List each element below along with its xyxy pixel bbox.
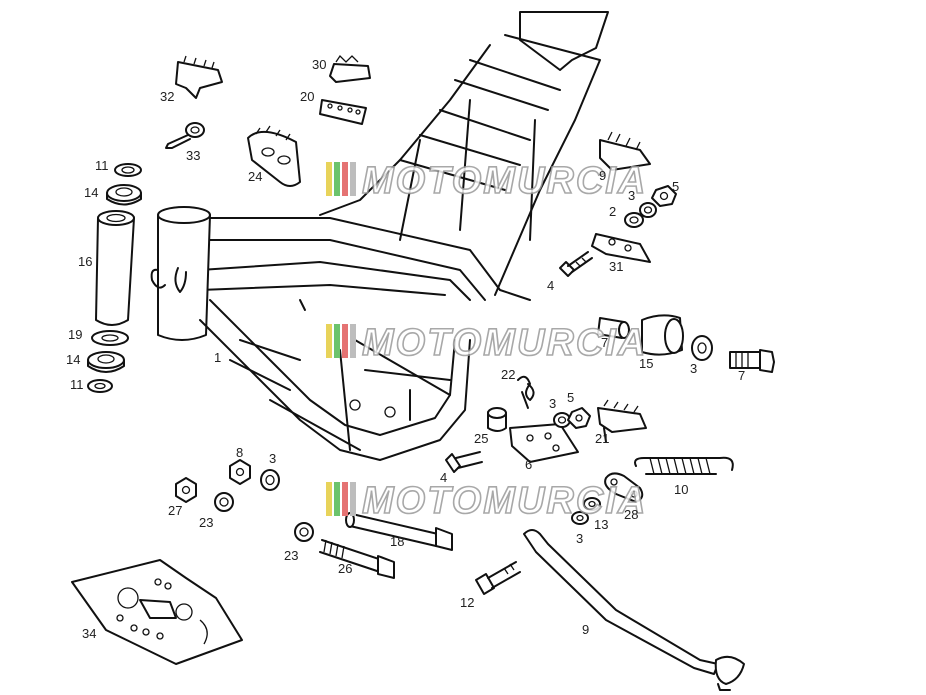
callout-4: 4 <box>440 470 447 485</box>
callout-1: 1 <box>214 350 221 365</box>
callout-20: 20 <box>300 89 314 104</box>
callout-5: 5 <box>672 179 679 194</box>
steering-parts <box>87 163 142 393</box>
callout-27: 27 <box>168 503 182 518</box>
callout-14: 14 <box>84 185 98 200</box>
callout-3: 3 <box>628 188 635 203</box>
callout-18: 18 <box>390 534 404 549</box>
callout-21: 21 <box>595 431 609 446</box>
callout-30: 30 <box>312 57 326 72</box>
callout-2: 2 <box>609 204 616 219</box>
watermark-text-middle: MOTOMURCIA <box>362 322 647 364</box>
watermark-top: MOTOMURCIA <box>326 159 647 203</box>
callout-22: 22 <box>501 367 515 382</box>
callout-10: 10 <box>674 482 688 497</box>
callout-11: 11 <box>70 377 84 392</box>
callout-13: 13 <box>594 517 608 532</box>
callout-15: 15 <box>639 356 653 371</box>
callout-3: 3 <box>269 451 276 466</box>
right-side-parts <box>475 131 775 691</box>
callout-4: 4 <box>547 278 554 293</box>
callout-19: 19 <box>68 327 82 342</box>
callout-5: 5 <box>567 390 574 405</box>
callout-6: 6 <box>525 457 532 472</box>
callout-9: 9 <box>582 622 589 637</box>
callout-9: 9 <box>599 168 606 183</box>
callout-33: 33 <box>186 148 200 163</box>
callout-23: 23 <box>199 515 213 530</box>
callout-16: 16 <box>78 254 92 269</box>
callout-labels: 1 2 3 3 3 3 3 4 4 5 5 6 7 7 8 9 9 10 11 … <box>66 57 745 641</box>
lower-left-parts <box>71 451 483 665</box>
watermark-bottom: MOTOMURCIA <box>326 479 647 523</box>
callout-23: 23 <box>284 548 298 563</box>
callout-24: 24 <box>248 169 262 184</box>
upper-small-parts <box>165 54 371 187</box>
callout-3: 3 <box>576 531 583 546</box>
callout-31: 31 <box>609 259 623 274</box>
main-frame <box>150 11 609 461</box>
callout-26: 26 <box>338 561 352 576</box>
callout-7: 7 <box>738 368 745 383</box>
callout-12: 12 <box>460 595 474 610</box>
callout-32: 32 <box>160 89 174 104</box>
watermark-text-top: MOTOMURCIA <box>362 160 647 202</box>
callout-28: 28 <box>624 507 638 522</box>
callout-3: 3 <box>690 361 697 376</box>
callout-7: 7 <box>601 335 608 350</box>
callout-14: 14 <box>66 352 80 367</box>
callout-11: 11 <box>95 158 109 173</box>
watermark-text-bottom: MOTOMURCIA <box>362 480 647 522</box>
watermark-middle: MOTOMURCIA <box>326 321 647 365</box>
callout-34: 34 <box>82 626 96 641</box>
callout-8: 8 <box>236 445 243 460</box>
callout-3: 3 <box>549 396 556 411</box>
callout-25: 25 <box>474 431 488 446</box>
